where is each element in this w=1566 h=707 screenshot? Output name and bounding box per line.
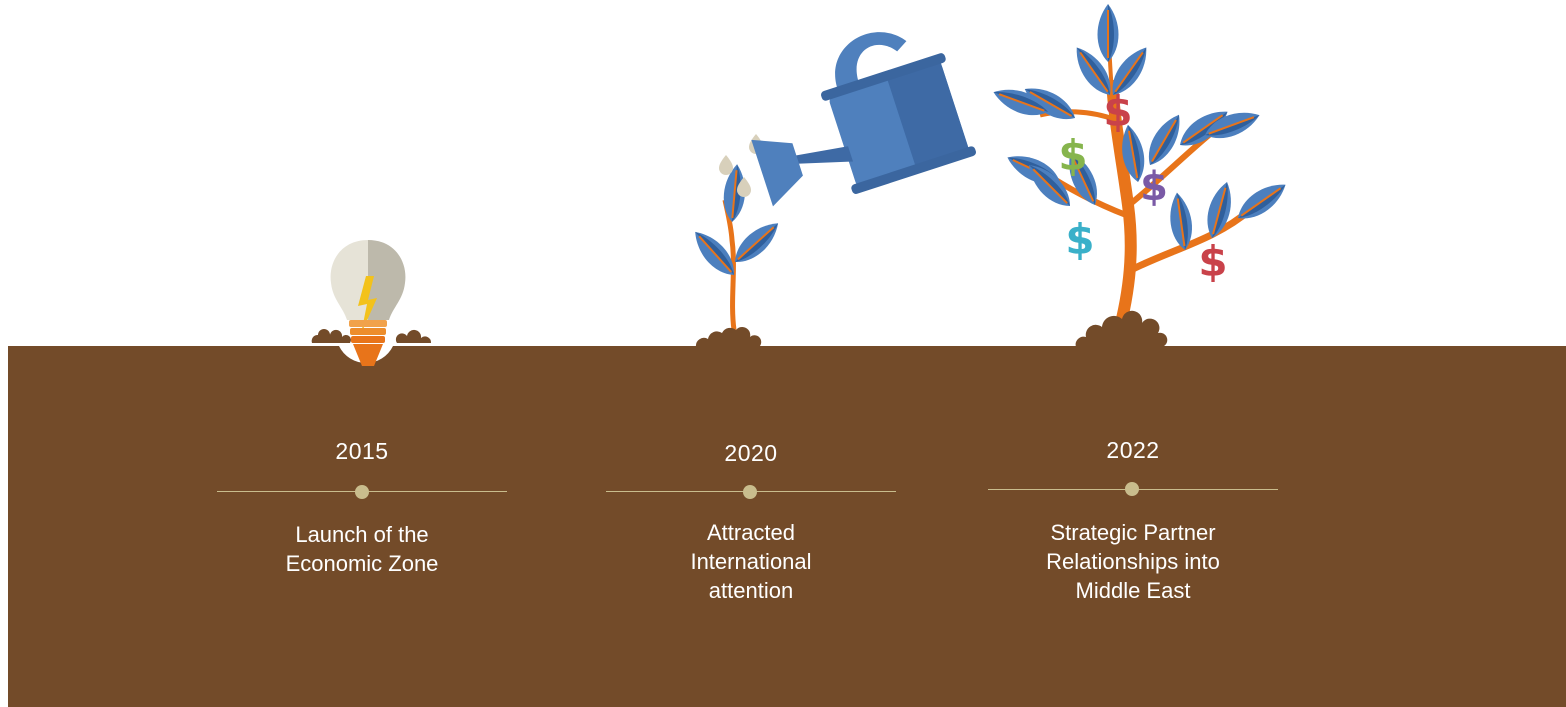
milestone-year: 2020 [724,440,778,466]
milestone-description: Strategic Partner Relationships into Mid… [988,518,1278,605]
milestone-year: 2022 [1106,437,1160,463]
milestone-2015: 2015 Launch of the Economic Zone [217,0,507,707]
milestone-dot [1125,482,1139,496]
soil-ground [8,346,1566,707]
milestone-dot [355,485,369,499]
milestone-year: 2015 [335,438,389,464]
milestone-dot [743,485,757,499]
milestone-description: Launch of the Economic Zone [217,520,507,578]
milestone-2020: 2020 Attracted International attention [606,0,896,707]
milestone-2022: 2022 Strategic Partner Relationships int… [988,0,1278,707]
milestone-description-text: Attracted International attention [690,520,812,603]
milestone-description-text: Launch of the Economic Zone [285,522,439,576]
milestone-description-text: Strategic Partner Relationships into Mid… [1046,520,1220,603]
milestone-description: Attracted International attention [606,518,896,605]
